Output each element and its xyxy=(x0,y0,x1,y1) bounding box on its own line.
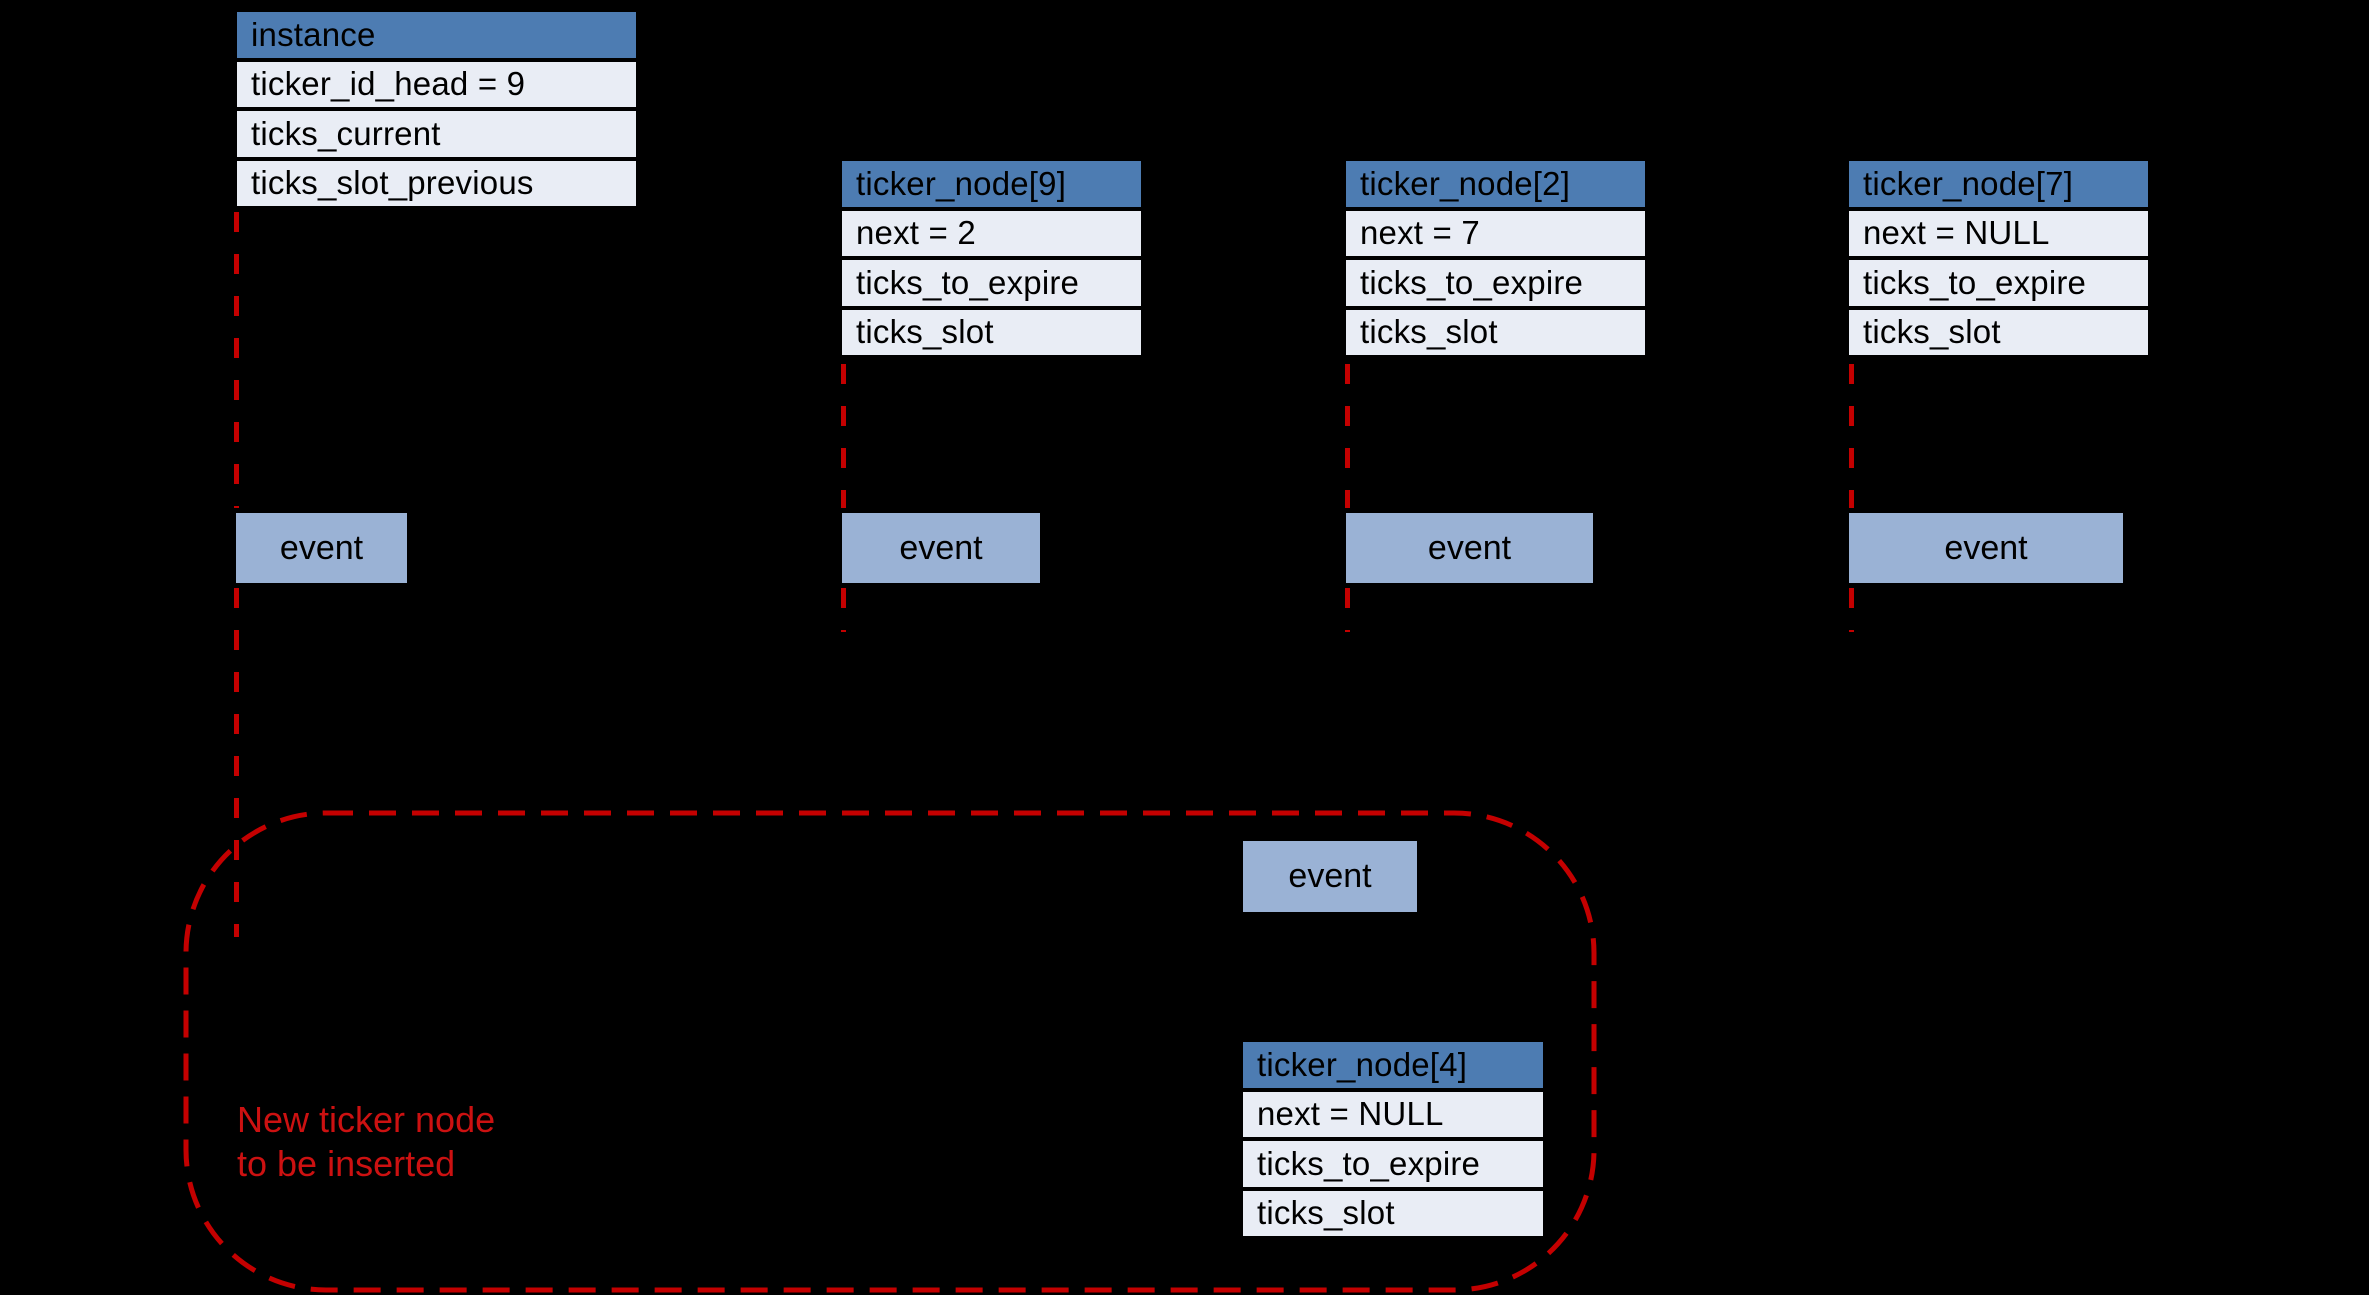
new-node-annotation: New ticker node to be inserted xyxy=(237,1098,495,1186)
event-box-node9: event xyxy=(842,513,1040,583)
table-row: ticks_slot xyxy=(1849,309,2148,359)
annotation-line-1: New ticker node xyxy=(237,1099,496,1140)
table-header: ticker_node[2] xyxy=(1346,161,1645,211)
instance-struct-table: instance ticker_id_head = 9 ticks_curren… xyxy=(237,12,636,210)
ticker-node-4-table: ticker_node[4] next = NULL ticks_to_expi… xyxy=(1243,1042,1543,1240)
ticker-node-2-table: ticker_node[2] next = 7 ticks_to_expire … xyxy=(1346,161,1645,359)
table-row: next = NULL xyxy=(1243,1091,1543,1141)
table-row: ticks_slot xyxy=(1346,309,1645,359)
event-label: event xyxy=(279,528,364,567)
ticker-node-7-table: ticker_node[7] next = NULL ticks_to_expi… xyxy=(1849,161,2148,359)
table-row: ticks_to_expire xyxy=(1849,260,2148,310)
event-label: event xyxy=(1944,528,2028,567)
event-box-instance: event xyxy=(236,513,407,583)
event-box-node2: event xyxy=(1346,513,1593,583)
table-row: next = 2 xyxy=(842,210,1141,260)
table-row: ticks_slot xyxy=(842,309,1141,359)
table-row: next = NULL xyxy=(1849,210,2148,260)
table-row: ticks_to_expire xyxy=(1346,260,1645,310)
table-row: ticks_current xyxy=(237,111,636,161)
annotation-line-2: to be inserted xyxy=(237,1143,456,1184)
event-label: event xyxy=(899,528,983,567)
table-row: ticker_id_head = 9 xyxy=(237,61,636,111)
event-label: event xyxy=(1427,528,1512,567)
ticker-node-9-table: ticker_node[9] next = 2 ticks_to_expire … xyxy=(842,161,1141,359)
table-row: next = 7 xyxy=(1346,210,1645,260)
event-box-node7: event xyxy=(1849,513,2123,583)
table-header: ticker_node[7] xyxy=(1849,161,2148,211)
table-header: ticker_node[9] xyxy=(842,161,1141,211)
table-row: ticks_slot_previous xyxy=(237,160,636,210)
table-row: ticks_to_expire xyxy=(842,260,1141,310)
table-row: ticks_to_expire xyxy=(1243,1141,1543,1191)
event-box-new-node: event xyxy=(1243,841,1417,912)
table-header: instance xyxy=(237,12,636,62)
table-row: ticks_slot xyxy=(1243,1190,1543,1240)
event-label: event xyxy=(1288,857,1372,895)
table-header: ticker_node[4] xyxy=(1243,1042,1543,1092)
